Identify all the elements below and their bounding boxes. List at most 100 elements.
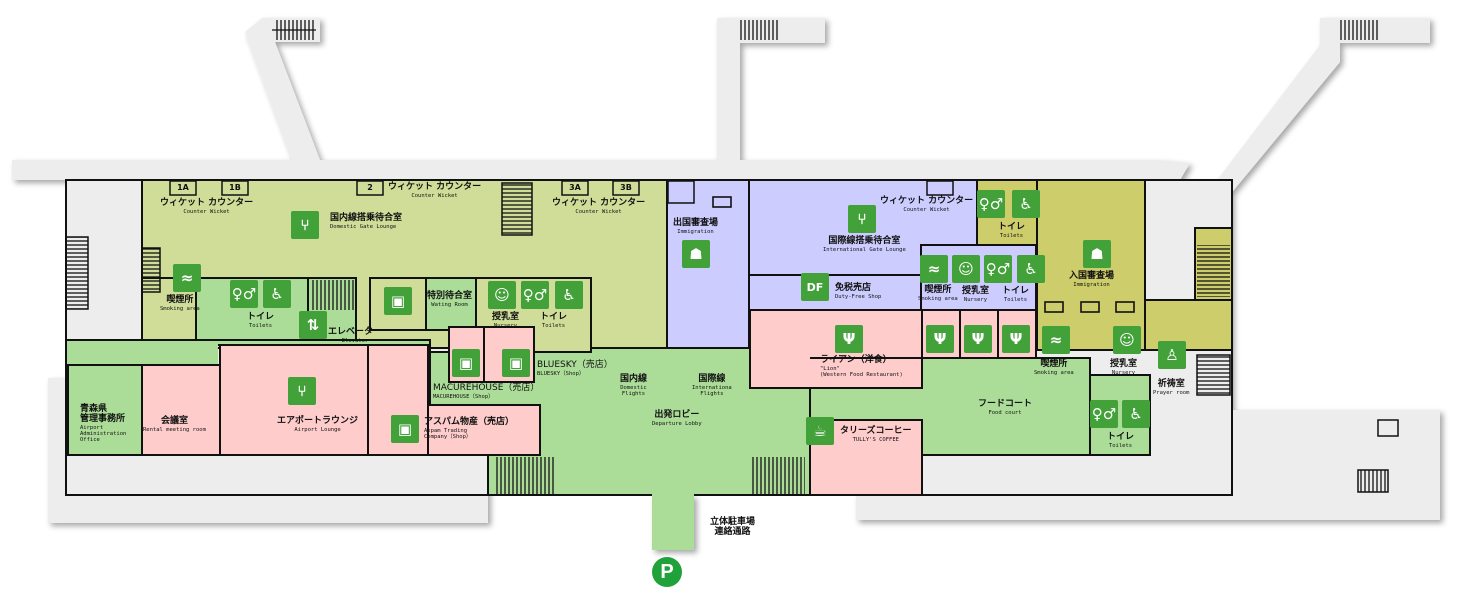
counter-3a: 3A <box>569 183 581 192</box>
lobby-area <box>65 339 811 496</box>
label-en: Smoking area <box>160 305 200 312</box>
label-macurehouse: MACUREHOUSE（売店）MACUREHOUSE（Shop） <box>433 383 539 400</box>
label-jp: BLUESKY（売店） <box>537 360 613 370</box>
label-parking-link: 立体駐車場連絡通路 <box>710 517 755 538</box>
parking-corridor-floor <box>652 455 694 550</box>
stairs-walkway-center <box>740 20 780 40</box>
label-jp: トイレ <box>1002 286 1030 296</box>
restaurant-icon: Ψ <box>926 325 954 353</box>
label-jp-2: 管理事務所 <box>80 413 126 424</box>
label-jp: 特別待合室 <box>427 291 473 301</box>
immigration-officer-icon: ☗ <box>682 240 710 268</box>
label-jp: アスパム物産（売店） <box>424 417 515 427</box>
parking-icon[interactable]: P <box>652 557 682 587</box>
booths <box>712 196 1135 313</box>
label-en: Departure Lobby <box>652 420 702 427</box>
lobby-connector <box>68 342 218 364</box>
counter-3b-box <box>612 180 640 196</box>
label-jp: フードコート <box>978 399 1033 409</box>
label-en: Nursery <box>963 296 988 303</box>
label-en-3: Office <box>80 436 100 443</box>
label-jp: 国内線搭乗待合室 <box>330 213 403 223</box>
label-jp: 出国審査場 <box>673 218 719 228</box>
label-admin-office: 青森県 管理事務所 Airport Administration Office <box>80 404 126 443</box>
shopping-bag-icon: ▣ <box>452 349 480 377</box>
shopping-bag-icon: ▣ <box>391 415 419 443</box>
wheelchair-icon: ♿ <box>1122 400 1150 428</box>
label-en: International Gate Lounge <box>823 246 906 253</box>
label-en: Duty-Free Shop <box>835 293 882 300</box>
walkway-center-stem <box>717 18 740 163</box>
label-en: Counter Wicket <box>411 192 458 199</box>
label-jp: 国際線 <box>698 374 726 384</box>
lounge-icon: ⑂ <box>291 211 319 239</box>
label-en: Immigration <box>677 228 714 235</box>
label-en: Domestic Gate Lounge <box>330 223 397 230</box>
shopping-bag-icon: ▣ <box>384 287 412 315</box>
label-en-2: (Western Food Restaurant) <box>820 371 903 378</box>
label-jp: トイレ <box>1107 432 1135 442</box>
label-en-1: "Lion" <box>820 365 840 372</box>
label-en: Counter Wicket <box>183 208 230 215</box>
restaurant-icon: Ψ <box>835 325 863 353</box>
label-en: Airport Lounge <box>294 426 341 433</box>
label-en: Toilets <box>1003 296 1028 303</box>
walkway-left <box>245 18 320 160</box>
label-jp: 免税売店 <box>835 283 872 293</box>
prayer-icon: ♙ <box>1158 341 1186 369</box>
label-jp: トイレ <box>998 222 1026 232</box>
smoking-icon: ≈ <box>173 264 201 292</box>
restaurant-icon: Ψ <box>1002 325 1030 353</box>
elevator-icon: ⇅ <box>299 311 327 339</box>
label-jp: 出発ロビー <box>654 410 700 420</box>
wheelchair-icon: ♿ <box>263 280 291 308</box>
outer-right-box <box>1377 419 1399 437</box>
stairs-lobby-right <box>750 457 805 494</box>
stairs-domestic-2 <box>501 182 533 236</box>
wheelchair-icon: ♿ <box>1017 255 1045 283</box>
counter-2: 2 <box>367 183 373 192</box>
label-en: Food court <box>988 409 1022 416</box>
toilet-icon: ♀♂ <box>230 280 258 308</box>
wicket-box-intl <box>926 180 954 196</box>
label-jp: ライアン（洋食） <box>820 355 892 365</box>
booth-1 <box>712 196 732 208</box>
label-en: Nursery <box>493 322 518 329</box>
toilet-icon: ♀♂ <box>984 255 1012 283</box>
label-jp: タリーズコーヒー <box>840 426 912 436</box>
arrival-immigration-room <box>1036 179 1146 351</box>
counter-1a: 1A <box>177 183 189 192</box>
booth-2 <box>1044 301 1064 313</box>
duty-free-icon: DF <box>801 273 829 301</box>
nursery-icon: ☺ <box>952 255 980 283</box>
stairs-domestic-1 <box>310 280 354 310</box>
stairs-right-outer <box>1357 469 1389 493</box>
counter-1b: 1B <box>229 183 241 192</box>
counter-3a-box <box>561 180 589 196</box>
label-en: Elevator <box>341 337 369 344</box>
label-en: Nursery <box>1111 369 1136 376</box>
label-en: Counter Wicket <box>575 208 622 215</box>
label-lion-restaurant: ライアン（洋食）"Lion"(Western Food Restaurant) <box>820 355 903 378</box>
counter-2-box <box>356 180 384 196</box>
